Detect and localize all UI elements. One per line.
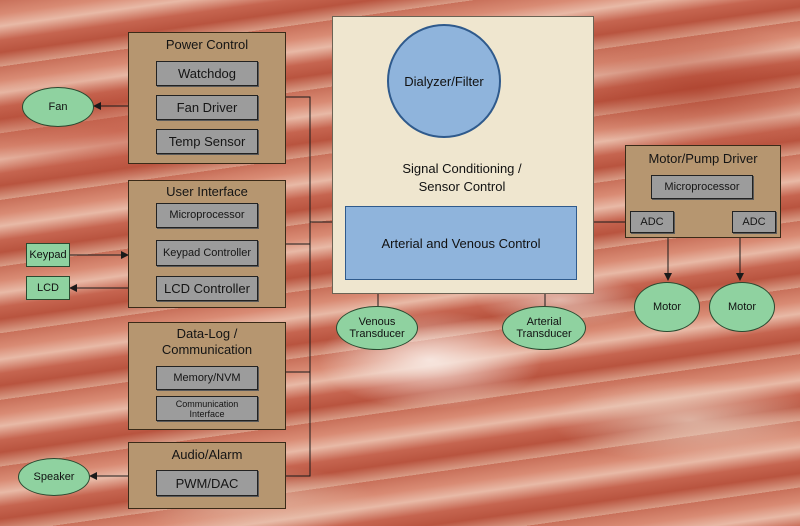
motor-microprocessor-block: Microprocessor	[651, 175, 753, 199]
venous-transducer-line2: Transducer	[349, 328, 405, 340]
dialyzer-filter-oval: Dialyzer/Filter	[387, 24, 501, 138]
fan-driver-block: Fan Driver	[156, 95, 258, 120]
venous-transducer-oval: Venous Transducer	[336, 306, 418, 350]
data-log-title-line1: Data-Log /	[176, 326, 238, 341]
memory-nvm-block: Memory/NVM	[156, 366, 258, 390]
motor-right-oval: Motor	[709, 282, 775, 332]
signal-conditioning-line2: Sensor Control	[418, 179, 506, 194]
motor-pump-driver-title: Motor/Pump Driver	[648, 151, 758, 166]
keypad-box: Keypad	[26, 243, 70, 267]
arterial-transducer-line1: Arterial	[526, 316, 562, 328]
bus-trunk-line	[286, 96, 311, 477]
lcd-box: LCD	[26, 276, 70, 300]
temp-sensor-block: Temp Sensor	[156, 129, 258, 154]
power-control-title: Power Control	[165, 37, 249, 52]
lcd-controller-block: LCD Controller	[156, 276, 258, 301]
signal-conditioning-label: Signal Conditioning / Sensor Control	[370, 160, 554, 196]
watchdog-block: Watchdog	[156, 61, 258, 86]
keypad-controller-block: Keypad Controller	[156, 240, 258, 266]
pwm-dac-block: PWM/DAC	[156, 470, 258, 496]
user-interface-title: User Interface	[166, 184, 248, 199]
arterial-venous-control-block: Arterial and Venous Control	[345, 206, 577, 280]
communication-interface-block: Communication Interface	[156, 396, 258, 421]
ui-microprocessor-block: Microprocessor	[156, 203, 258, 228]
adc-left-block: ADC	[630, 211, 674, 233]
venous-transducer-line1: Venous	[358, 316, 396, 328]
data-log-title-line2: Communication	[161, 342, 253, 357]
fan-oval: Fan	[22, 87, 94, 127]
speaker-oval: Speaker	[18, 458, 90, 496]
signal-conditioning-line1: Signal Conditioning /	[402, 161, 522, 176]
adc-right-block: ADC	[732, 211, 776, 233]
arterial-transducer-line2: Transducer	[516, 328, 572, 340]
motor-left-oval: Motor	[634, 282, 700, 332]
audio-alarm-title: Audio/Alarm	[171, 447, 243, 462]
arterial-transducer-oval: Arterial Transducer	[502, 306, 586, 350]
